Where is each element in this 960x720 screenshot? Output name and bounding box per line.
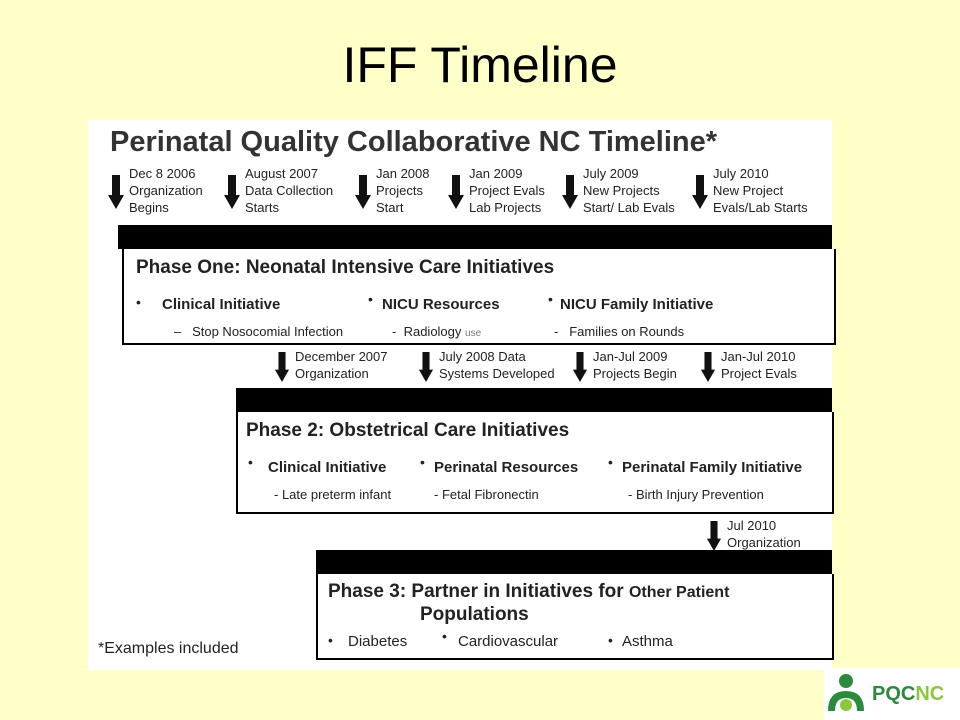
phase3-item-cardiovascular: Cardiovascular xyxy=(458,633,559,650)
pqcnc-logo-icon xyxy=(828,674,864,711)
phase2-box: Phase 2: Obstetrical Care Initiatives • … xyxy=(236,412,834,514)
down-arrow-icon xyxy=(562,175,578,209)
phase3-title-line2: Populations xyxy=(420,604,529,625)
phase3-title: Phase 3: Partner in Initiatives for Othe… xyxy=(328,581,730,602)
phase2-initiative-family: Perinatal Family Initiative xyxy=(622,459,803,476)
phase2-initiative-resources: Perinatal Resources xyxy=(434,459,579,476)
phase1-initiative-family: NICU Family Initiative xyxy=(560,296,714,313)
phase2-sub-birth-injury: - Birth Injury Prevention xyxy=(628,487,764,502)
phase2-sub-fibronectin: - Fetal Fibronectin xyxy=(434,487,539,502)
phase3-box: Phase 3: Partner in Initiatives for Othe… xyxy=(316,574,834,660)
phase1-bar xyxy=(118,225,832,249)
phase1-box: Phase One: Neonatal Intensive Care Initi… xyxy=(122,249,836,345)
phase2-initiative-clinical: Clinical Initiative xyxy=(268,459,387,476)
phase1-title: Phase One: Neonatal Intensive Care Initi… xyxy=(136,257,555,278)
down-arrow-icon xyxy=(274,352,290,382)
timeline-heading: Perinatal Quality Collaborative NC Timel… xyxy=(110,126,718,158)
down-arrow-icon xyxy=(224,175,240,209)
down-arrow-icon xyxy=(572,352,588,382)
down-arrow-icon xyxy=(418,352,434,382)
timeline-figure: Perinatal Quality Collaborative NC Timel… xyxy=(88,120,836,670)
phase1-initiative-nicu-resources: NICU Resources xyxy=(382,296,500,313)
down-arrow-icon xyxy=(706,521,722,551)
phase3-item-asthma: Asthma xyxy=(622,633,673,650)
logo-text: PQCNC xyxy=(872,682,945,705)
down-arrow-icon xyxy=(692,175,708,209)
pqcnc-logo: PQCNC xyxy=(824,668,960,720)
down-arrow-icon xyxy=(108,175,124,209)
phase1-sub-radiology: - Radiology use xyxy=(392,324,482,339)
footnote: *Examples included xyxy=(98,640,239,657)
phase1-initiative-clinical: Clinical Initiative xyxy=(162,296,281,313)
down-arrow-icon xyxy=(700,352,716,382)
slide-title: IFF Timeline xyxy=(342,37,618,93)
phase1-sub-infection: – Stop Nosocomial Infection xyxy=(174,324,344,339)
phase3-item-diabetes: Diabetes xyxy=(348,633,408,650)
phase2-bar xyxy=(236,388,832,412)
phase3-bar xyxy=(316,550,832,574)
down-arrow-icon xyxy=(355,175,371,209)
phase2-sub-late-preterm: - Late preterm infant xyxy=(274,487,392,502)
down-arrow-icon xyxy=(448,175,464,209)
phase2-title: Phase 2: Obstetrical Care Initiatives xyxy=(246,420,570,441)
phase1-sub-families: - Families on Rounds xyxy=(554,324,685,339)
